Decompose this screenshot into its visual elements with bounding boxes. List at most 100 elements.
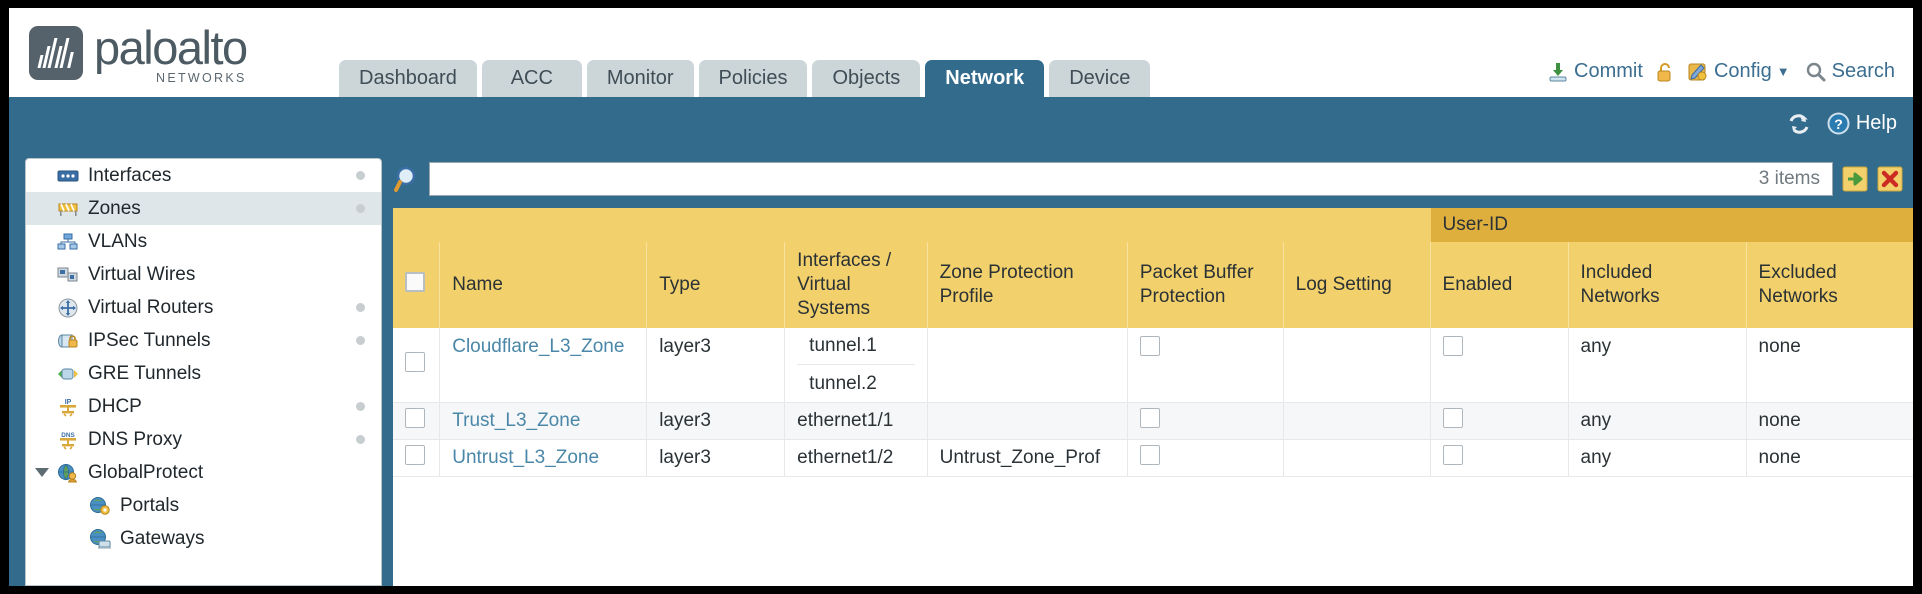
dns-proxy-icon: DNS [56,430,80,450]
cell-log-setting [1282,402,1431,440]
search-button[interactable]: Search [1805,60,1895,83]
tab-dashboard-label: Dashboard [359,67,457,89]
sidebar-item-zones[interactable]: Zones [26,192,381,225]
sidebar-item-virtual-routers[interactable]: Virtual Routers [26,291,381,324]
sidebar-item-portals[interactable]: Portals [26,489,381,522]
sidebar-item-virtual-wires[interactable]: Virtual Wires [26,258,381,291]
help-button[interactable]: ? Help [1826,111,1897,136]
interface-item: tunnel.1 [797,328,915,365]
cell-name: Trust_L3_Zone [439,402,647,440]
cell-name: Cloudflare_L3_Zone [439,328,647,403]
row-checkbox[interactable] [405,408,425,428]
column-header-interfaces[interactable]: Interfaces / Virtual Systems [784,242,928,328]
tab-network[interactable]: Network [925,60,1045,97]
cell-excluded-networks: none [1745,402,1913,440]
sidebar-item-dhcp[interactable]: IP DHCP [26,390,381,423]
column-header-included-networks[interactable]: Included Networks [1567,242,1747,328]
cell-included-networks: any [1567,439,1747,477]
table-header-row: Name Type Interfaces / Virtual Systems Z… [393,242,1913,328]
top-header-bar: paloalto NETWORKS Dashboard ACC Monitor … [9,8,1913,97]
table-row[interactable]: Untrust_L3_Zone layer3 ethernet1/2 Untru… [393,439,1913,477]
gateways-icon [88,528,112,549]
gre-tunnels-icon [56,364,80,384]
sidebar-item-ipsec-tunnels[interactable]: IPSec Tunnels [26,324,381,357]
tab-monitor[interactable]: Monitor [586,60,694,97]
packet-buffer-protection-checkbox[interactable] [1139,336,1160,356]
userid-enabled-checkbox[interactable] [1442,336,1463,356]
sidebar-item-label: GlobalProtect [88,461,204,483]
search-magnifier-icon [1805,61,1827,83]
tab-monitor-label: Monitor [606,67,674,89]
search-label: Search [1831,60,1895,82]
clear-filter-button[interactable] [1877,166,1903,192]
column-header-excluded-networks[interactable]: Excluded Networks [1745,242,1913,328]
sub-header-bar: ? Help [9,97,1913,152]
filter-bar: 3 items [393,158,1903,200]
svg-text:IP: IP [65,399,72,406]
tab-acc[interactable]: ACC [481,60,582,97]
sidebar-item-gateways[interactable]: Gateways [26,522,381,555]
sidebar-item-label: DHCP [88,395,142,417]
select-all-checkbox[interactable] [405,271,425,292]
ipsec-tunnels-icon [56,331,80,351]
left-sidebar: Interfaces Zones VLANs Vir [25,158,382,586]
refresh-icon[interactable] [1786,112,1812,136]
commit-button[interactable]: Commit [1547,60,1643,83]
config-wrench-icon [1687,61,1709,83]
tab-device[interactable]: Device [1049,60,1151,97]
tab-dashboard[interactable]: Dashboard [339,60,477,97]
config-label: Config [1713,60,1772,82]
row-select-cell [393,402,440,440]
zones-table: User-ID Name Type Interfaces / Virtual S… [393,208,1913,477]
zone-name-link[interactable]: Untrust_L3_Zone [452,447,600,468]
sidebar-item-label: Zones [88,197,141,219]
tab-policies[interactable]: Policies [698,60,808,97]
unlock-padlock-icon[interactable] [1654,61,1676,83]
tab-network-label: Network [945,67,1025,89]
zone-name-link[interactable]: Cloudflare_L3_Zone [452,336,625,357]
svg-text:DNS: DNS [61,432,75,439]
sidebar-item-gre-tunnels[interactable]: GRE Tunnels [26,357,381,390]
row-select-cell [393,439,440,477]
sidebar-item-label: IPSec Tunnels [88,329,211,351]
packet-buffer-protection-checkbox[interactable] [1139,408,1160,428]
search-magnifier-icon[interactable] [393,164,423,194]
status-dot [356,435,365,444]
cell-zone-protection-profile [926,328,1128,403]
sidebar-item-dns-proxy[interactable]: DNS DNS Proxy [26,423,381,456]
sidebar-item-interfaces[interactable]: Interfaces [26,159,381,192]
tab-objects[interactable]: Objects [812,60,921,97]
config-menu-button[interactable]: Config ▼ [1687,60,1790,83]
apply-filter-button[interactable] [1842,166,1868,192]
sidebar-item-globalprotect[interactable]: GlobalProtect [26,456,381,489]
sidebar-item-label: GRE Tunnels [88,362,201,384]
virtual-wires-icon [56,265,80,285]
column-header-userid-enabled[interactable]: Enabled [1429,242,1568,328]
sidebar-item-vlans[interactable]: VLANs [26,225,381,258]
row-checkbox[interactable] [405,352,425,372]
cell-log-setting [1282,439,1431,477]
svg-text:?: ? [1834,116,1843,132]
search-input[interactable]: 3 items [429,162,1833,196]
zone-name-link[interactable]: Trust_L3_Zone [452,410,581,431]
zones-icon [56,199,80,219]
userid-enabled-checkbox[interactable] [1442,408,1463,428]
sub-header-actions: ? Help [1786,111,1897,136]
column-header-log-setting[interactable]: Log Setting [1282,242,1431,328]
cell-interfaces: tunnel.1 tunnel.2 [784,328,928,403]
userid-enabled-checkbox[interactable] [1442,445,1463,465]
expand-collapse-triangle-icon[interactable] [35,468,49,477]
column-header-zone-protection-profile[interactable]: Zone Protection Profile [926,242,1128,328]
row-checkbox[interactable] [405,445,425,465]
packet-buffer-protection-checkbox[interactable] [1139,445,1160,465]
column-header-packet-buffer-protection[interactable]: Packet Buffer Protection [1126,242,1284,328]
table-row[interactable]: Cloudflare_L3_Zone layer3 tunnel.1 tunne… [393,328,1913,403]
virtual-routers-icon [56,298,80,318]
cell-packet-buffer-protection [1126,328,1284,403]
main-panel: 3 items [393,158,1913,586]
sidebar-item-label: Gateways [120,527,205,549]
column-header-type[interactable]: Type [646,242,785,328]
table-row[interactable]: Trust_L3_Zone layer3 ethernet1/1 [393,402,1913,440]
column-header-name[interactable]: Name [439,242,647,328]
zones-table-container: User-ID Name Type Interfaces / Virtual S… [393,208,1913,586]
